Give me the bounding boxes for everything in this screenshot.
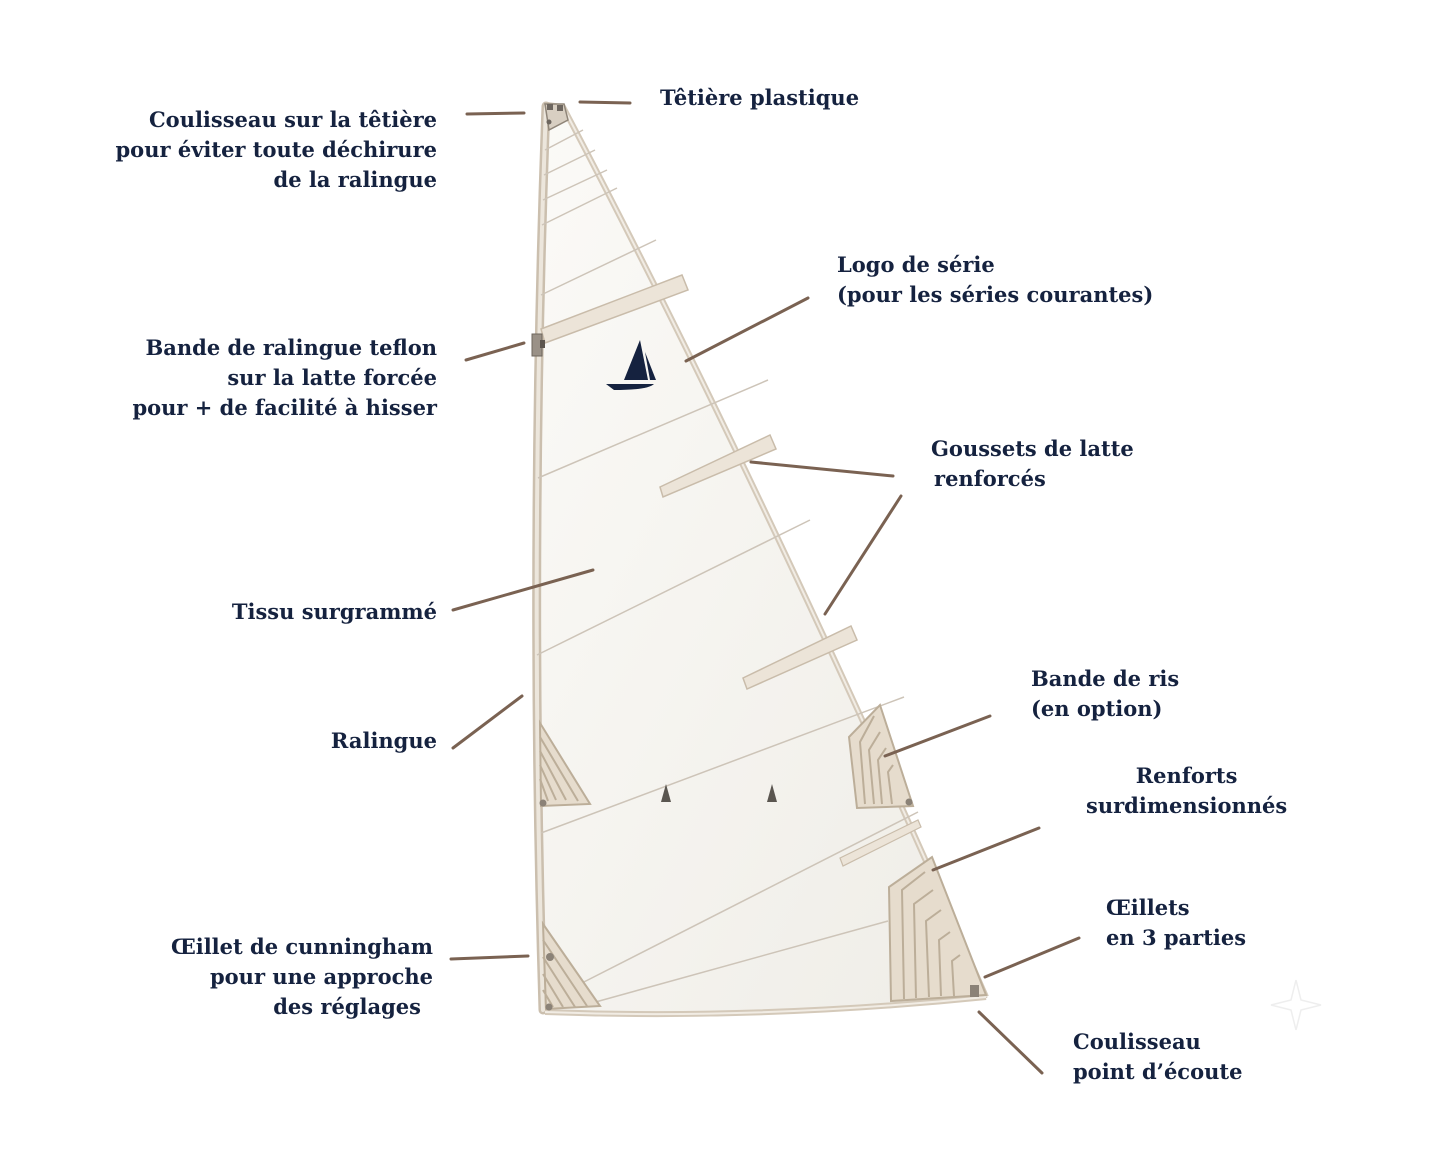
sparkle-icon [1270,979,1322,1031]
label-bande-ralingue: Bande de ralingue teflon sur la latte fo… [132,335,437,420]
label-bande-ris: Bande de ris (en option) [1031,666,1180,721]
label-coulisseau-ecoute: Coulisseau point d’écoute [1073,1029,1243,1084]
batten-pockets [540,274,922,867]
leader-lines [449,100,1081,1075]
telltale-1 [661,784,671,802]
panel-seams [536,129,919,1004]
tack-patch [541,920,602,1011]
reef-patch-luff [538,719,592,808]
head-board [544,103,569,132]
label-tetiere: Têtière plastique [660,85,860,110]
label-renforts: Renforts surdimensionnés [1086,763,1288,818]
reef-patch-leech [847,703,915,810]
label-cunningham: Œillet de cunningham pour une approche d… [170,934,433,1019]
label-goussets: Goussets de latte renforcés [931,436,1134,491]
label-coulisseau-tetiere: Coulisseau sur la têtière pour éviter to… [115,107,438,192]
label-oeillets: Œillets en 3 parties [1106,895,1247,950]
class-logo-icon [606,340,656,390]
telltale-2 [767,784,777,802]
label-logo-serie: Logo de série (pour les séries courantes… [837,252,1154,307]
label-tissu: Tissu surgrammé [231,599,437,624]
label-ralingue: Ralingue [330,728,437,753]
clew-patch [887,855,988,1003]
